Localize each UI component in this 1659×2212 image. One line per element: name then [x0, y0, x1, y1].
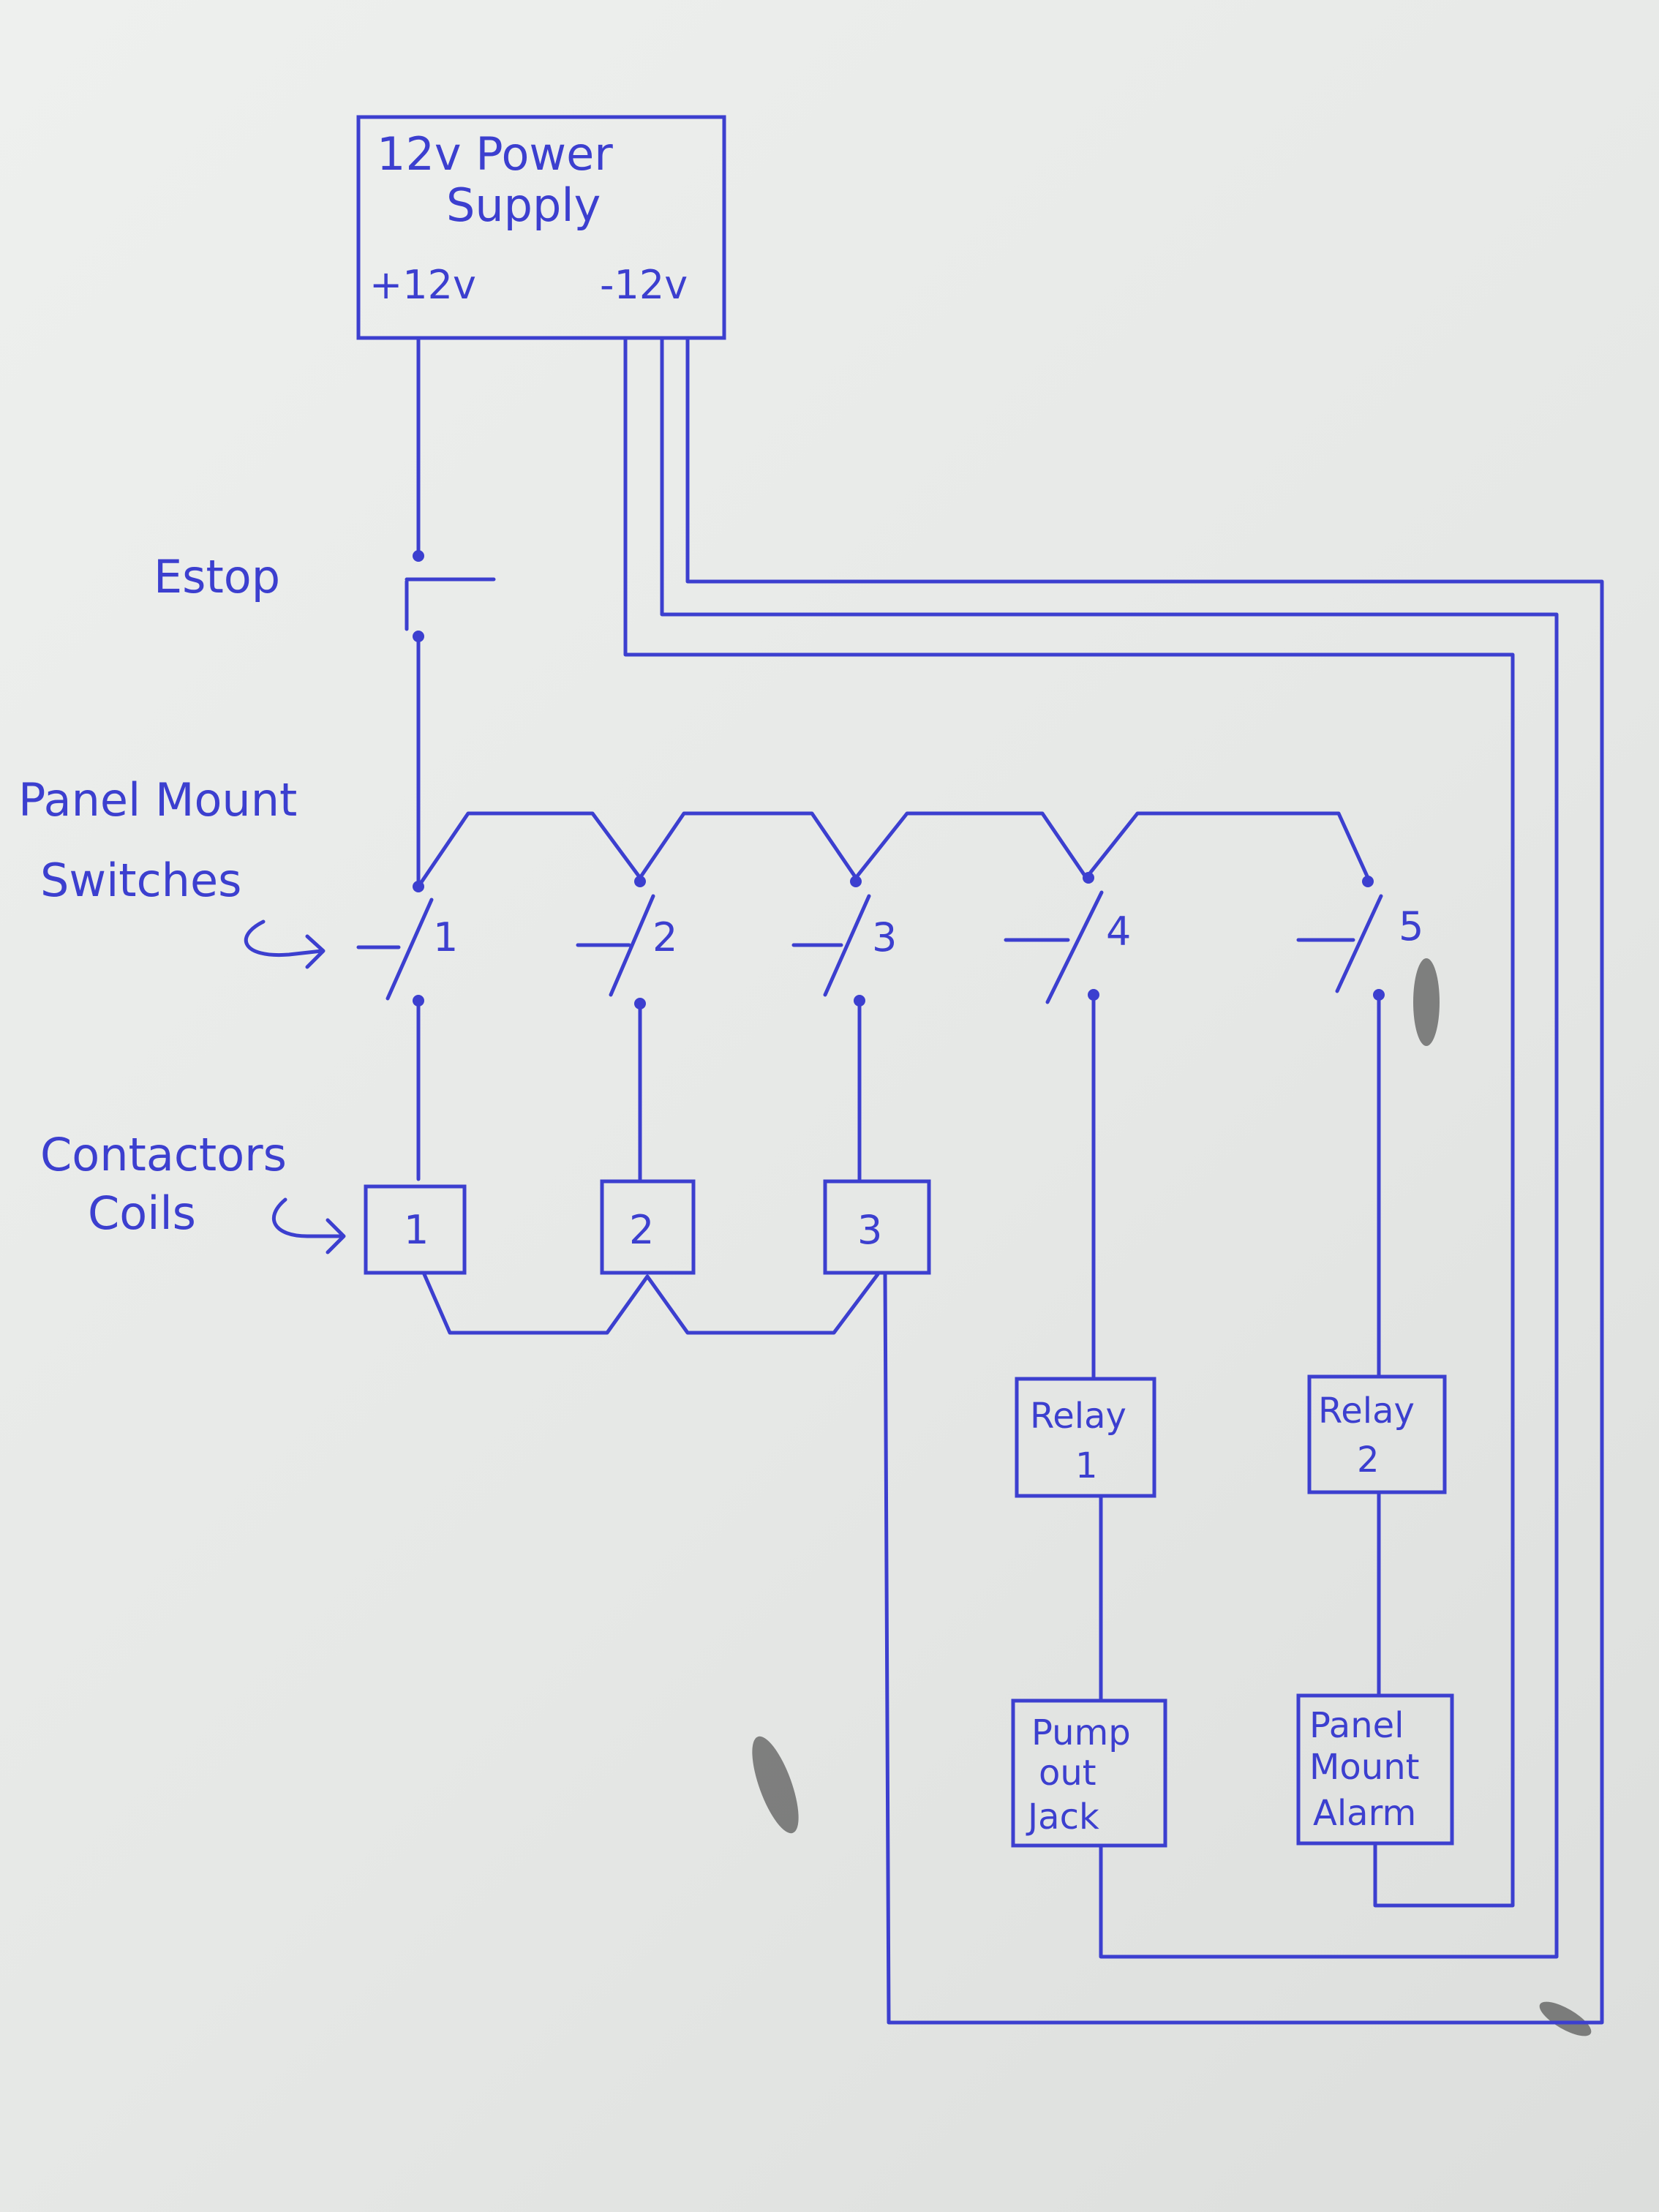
- switch-3-symbol: [791, 894, 871, 997]
- power-supply: 12v Power Supply +12v -12v: [356, 115, 726, 340]
- panel-mount-alarm: Panel Mount Alarm: [1296, 1693, 1454, 1846]
- psu-negative-label: -12v: [600, 262, 688, 308]
- switch-5-symbol: [1296, 894, 1383, 993]
- coil-3-label: 3: [857, 1207, 882, 1253]
- relay-2-label-line2: 2: [1357, 1440, 1380, 1481]
- power-supply-box: [356, 115, 726, 340]
- contactor-coils: 1 2 3: [364, 1179, 931, 1275]
- negative-return-alarm: [623, 336, 1515, 1908]
- smudge: [752, 1736, 799, 1834]
- relay-2-label-line1: Relay: [1318, 1391, 1415, 1432]
- coils-label-line1: Contactors: [40, 1128, 287, 1181]
- switches-label-line2: Switches: [40, 854, 241, 907]
- switches-label-line1: Panel Mount: [18, 773, 297, 827]
- coil-1-label: 1: [404, 1207, 429, 1253]
- switches-arrow-icon: [244, 919, 326, 969]
- switch-2-symbol: [576, 894, 655, 997]
- estop-label: Estop: [154, 550, 280, 603]
- estop-switch: Estop: [154, 550, 496, 642]
- switch-4-label: 4: [1106, 908, 1131, 955]
- pump-label-line2: out: [1039, 1753, 1096, 1794]
- smudge: [1413, 958, 1440, 1046]
- coil-return-bus: [422, 1272, 880, 1335]
- pump-box: [1011, 1698, 1167, 1848]
- alarm-label-line1: Panel: [1309, 1705, 1404, 1746]
- switch-1-symbol: [356, 898, 434, 1001]
- alarm-label-line2: Mount: [1309, 1747, 1419, 1788]
- relay-1-label-line2: 1: [1075, 1445, 1098, 1486]
- coil-1-box: [364, 1184, 467, 1275]
- pump-out-jack: Pump out Jack: [1011, 1698, 1167, 1848]
- switch-4-symbol: [1004, 890, 1104, 1004]
- estop-symbol: [405, 577, 496, 631]
- psu-title-line1: 12v Power: [377, 127, 613, 181]
- coil-2-label: 2: [629, 1207, 654, 1253]
- coil-2-box: [600, 1179, 696, 1275]
- switch-2-label: 2: [652, 914, 677, 960]
- relay-1-label-line1: Relay: [1030, 1396, 1126, 1437]
- coils-arrow-icon: [271, 1197, 346, 1254]
- switch-5-label: 5: [1399, 903, 1423, 949]
- alarm-label-line3: Alarm: [1313, 1793, 1416, 1834]
- pump-label-line3: Jack: [1026, 1797, 1099, 1837]
- relay-1-box: [1015, 1377, 1156, 1498]
- switch-feed-bus: [416, 811, 1370, 889]
- switch-3-label: 3: [872, 914, 897, 960]
- coils-label-line2: Coils: [88, 1186, 196, 1240]
- pump-label-line1: Pump: [1031, 1712, 1131, 1753]
- psu-positive-label: +12v: [369, 262, 476, 308]
- relays: Relay 1 Relay 2: [1015, 1374, 1447, 1498]
- negative-return-pump: [660, 336, 1559, 1959]
- smudge: [1539, 2001, 1592, 2036]
- switch-1-label: 1: [433, 914, 458, 960]
- panel-switches: 1 2 3 4 5: [356, 872, 1423, 1009]
- negative-return-outer: [685, 336, 1604, 2025]
- psu-title-line2: Supply: [446, 178, 601, 232]
